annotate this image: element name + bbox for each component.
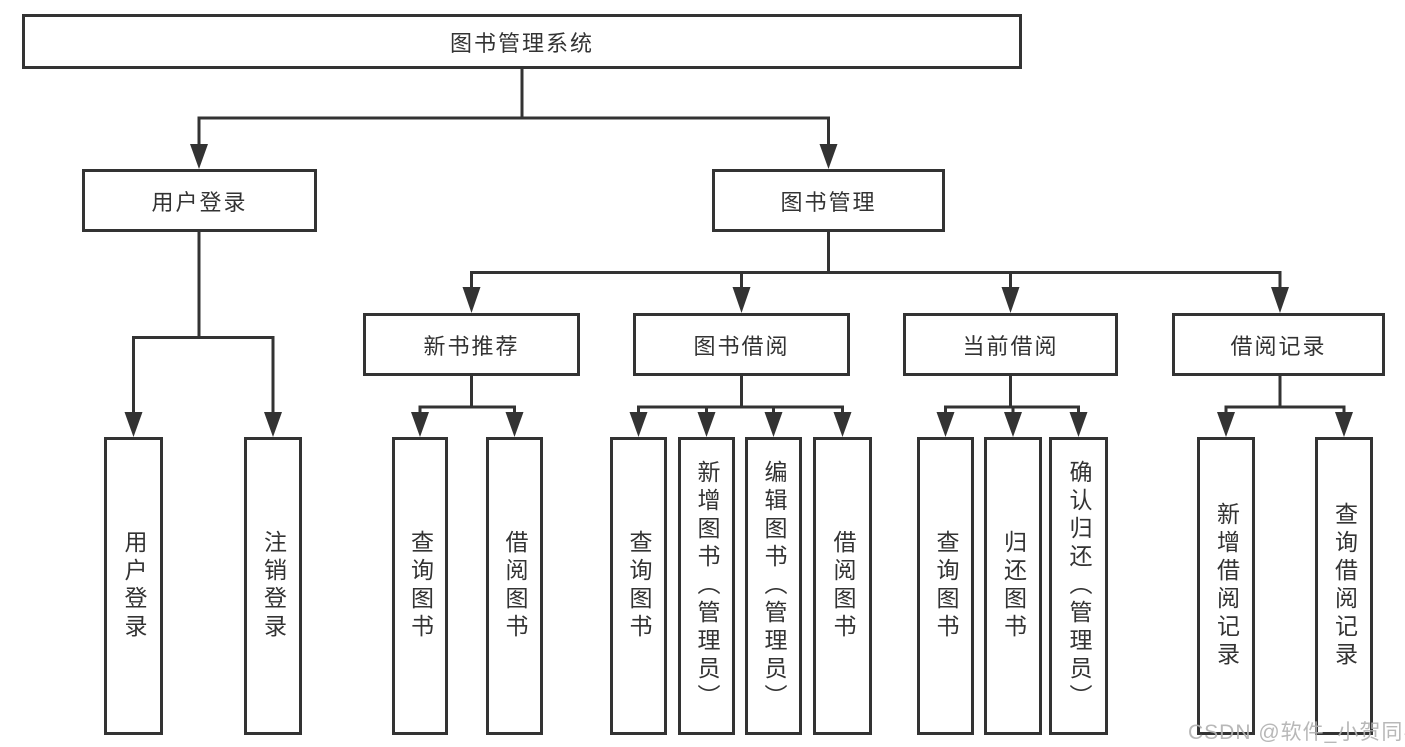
node-label: 归还图书 bbox=[1000, 530, 1027, 642]
node-user-login: 用户登录 bbox=[82, 169, 317, 232]
arrow-down-icon bbox=[936, 412, 1088, 437]
connector-line-path bbox=[637, 375, 844, 416]
node-label: 查询图书 bbox=[933, 530, 959, 642]
leaf-query-books-current: 查询图书 bbox=[917, 437, 974, 735]
node-label: 新增借阅记录 bbox=[1213, 502, 1240, 670]
leaf-confirm-return-admin: 确认归还（管理员） bbox=[1049, 437, 1108, 735]
node-label: 查询图书 bbox=[626, 530, 652, 642]
arrow-down-icon bbox=[1217, 412, 1353, 437]
connector-line-path bbox=[418, 375, 516, 416]
arrow-down-icon bbox=[411, 412, 524, 437]
node-library-management-system: 图书管理系统 bbox=[22, 14, 1022, 69]
connector-line-path bbox=[197, 69, 830, 147]
leaf-add-borrow-record: 新增借阅记录 bbox=[1197, 437, 1255, 735]
connector-group-current-borrowing bbox=[936, 375, 1088, 437]
leaf-return-books: 归还图书 bbox=[984, 437, 1042, 735]
node-label: 借阅记录 bbox=[1230, 333, 1327, 359]
node-label: 用户登录 bbox=[151, 189, 248, 215]
connector-group-root bbox=[190, 69, 838, 169]
node-label: 确认归还（管理员） bbox=[1066, 460, 1092, 712]
leaf-user-login: 用户登录 bbox=[104, 437, 163, 735]
connector-group-book-management bbox=[462, 232, 1289, 313]
connector-group-new-book-recommendation bbox=[411, 375, 524, 437]
leaf-borrow-books-borrowing: 借阅图书 bbox=[813, 437, 872, 735]
node-label: 编辑图书（管理员） bbox=[761, 460, 787, 712]
leaf-logout: 注销登录 bbox=[244, 437, 302, 735]
connector-line-path bbox=[1224, 375, 1346, 416]
arrow-down-icon bbox=[124, 412, 282, 437]
node-label: 图书借阅 bbox=[693, 333, 790, 359]
leaf-query-books-recommend: 查询图书 bbox=[392, 437, 448, 735]
leaf-query-borrow-record: 查询借阅记录 bbox=[1315, 437, 1373, 735]
node-label: 查询图书 bbox=[407, 530, 434, 642]
leaf-add-books-admin: 新增图书（管理员） bbox=[678, 437, 735, 735]
node-book-management: 图书管理 bbox=[712, 169, 945, 232]
node-label: 图书管理 bbox=[780, 189, 877, 215]
leaf-query-books-borrowing: 查询图书 bbox=[610, 437, 667, 735]
connector-line-path bbox=[944, 375, 1080, 416]
node-label: 新增图书（管理员） bbox=[694, 460, 720, 712]
connector-line-path bbox=[470, 232, 1282, 290]
node-new-book-recommendation: 新书推荐 bbox=[363, 313, 580, 376]
node-label: 借阅图书 bbox=[830, 530, 856, 642]
node-label: 注销登录 bbox=[260, 530, 287, 642]
node-book-borrowing: 图书借阅 bbox=[633, 313, 850, 376]
connector-group-borrowing-records bbox=[1217, 375, 1353, 437]
arrow-down-icon bbox=[462, 287, 1289, 313]
connector-line-path bbox=[132, 232, 275, 414]
node-current-borrowing: 当前借阅 bbox=[903, 313, 1118, 376]
arrow-down-icon bbox=[629, 412, 852, 437]
node-label: 图书管理系统 bbox=[449, 30, 594, 56]
node-label: 当前借阅 bbox=[962, 333, 1059, 359]
csdn-watermark: CSDN @软件_小贺同学 bbox=[1188, 721, 1405, 744]
node-label: 新书推荐 bbox=[423, 333, 520, 359]
connector-group-book-borrowing bbox=[629, 375, 852, 437]
leaf-edit-books-admin: 编辑图书（管理员） bbox=[745, 437, 802, 735]
node-label: 查询借阅记录 bbox=[1331, 502, 1358, 670]
arrow-down-icon bbox=[190, 144, 838, 169]
node-label: 用户登录 bbox=[121, 530, 147, 642]
connector-group-user-login bbox=[124, 232, 282, 437]
leaf-borrow-books-recommend: 借阅图书 bbox=[486, 437, 543, 735]
node-label: 借阅图书 bbox=[502, 530, 528, 642]
node-borrowing-records: 借阅记录 bbox=[1172, 313, 1385, 376]
